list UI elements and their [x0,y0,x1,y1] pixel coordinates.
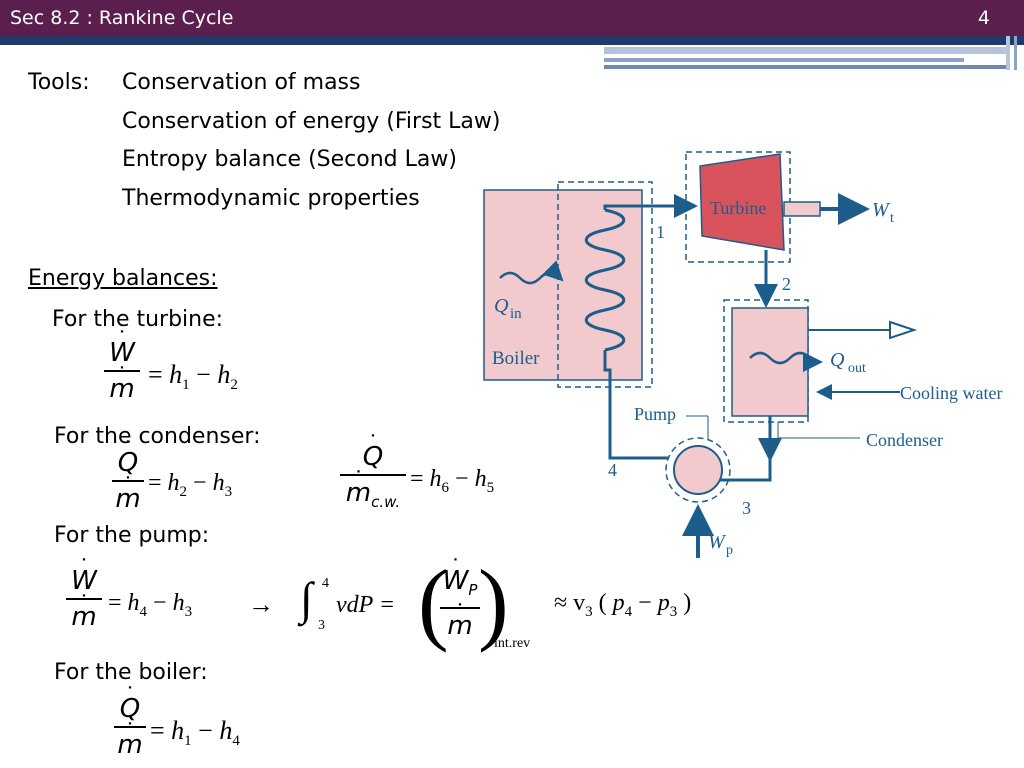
turbine-body [699,153,785,251]
turbine-label: For the turbine: [52,307,224,332]
tools-item-properties: Thermodynamic properties [122,186,420,211]
turbine-label-diagram: Turbine [710,198,766,218]
q-in-arrow [499,260,564,285]
boiler-cv-dashed [557,181,653,388]
turbine-den: m [104,374,140,404]
integral-sign: ∫ [300,573,313,624]
pipe-4 [603,350,668,460]
decor-stripe-2 [604,58,964,62]
int-rev-subscript: int.rev [494,636,531,651]
state-4: 4 [608,460,617,480]
pump-rhs: = h4 − h3 [108,590,193,620]
q-in-sub: in [510,306,522,322]
integral-lower: 3 [318,618,325,633]
pump-fraction: W m [66,566,102,632]
boiler-rhs: = h1 − h4 [150,716,240,749]
tools-item-mass: Conservation of mass [122,70,361,95]
turbine-cv-dashed [685,151,791,263]
slide-header: Sec 8.2 : Rankine Cycle 4 [0,0,1024,36]
integral-upper: 4 [322,576,329,591]
w-p-sub: p [726,543,733,558]
state-3: 3 [742,498,751,518]
integral-body: vdP = [336,592,396,618]
state-2: 2 [782,274,791,294]
paren-right: ) [478,551,509,653]
condenser-fraction: Q m [112,448,144,514]
boiler-fraction: Q m [114,694,146,760]
condenser-label: For the condenser: [54,424,261,449]
q-out-label: Q [830,349,845,371]
pump-body [673,445,723,495]
w-p-label: W [708,531,727,553]
slide-title: Sec 8.2 : Rankine Cycle [10,7,234,29]
turbine-rhs: = h1 − h2 [148,360,238,393]
tools-item-energy: Conservation of energy (First Law) [122,109,501,134]
q-in-label: Q [494,295,509,317]
pump-label: For the pump: [54,523,210,548]
pump-cv-dashed [665,437,731,503]
pump-label-diagram: Pump [634,404,676,424]
rankine-diagram: Q in Boiler Turbine W t 1 2 Q out Coolin… [483,151,1002,558]
q-out-wave [749,351,811,365]
page-number: 4 [977,7,990,29]
pipe-1 [603,194,698,218]
tools-item-entropy: Entropy balance (Second Law) [122,147,457,172]
pump-approx: ≈ v3 ( p4 − p3 ) [554,590,692,620]
condenser-cw-fraction: Q mc.w. [340,442,406,517]
decor-vline-1 [1006,36,1010,70]
condenser-label-diagram: Condenser [866,430,943,450]
decor-stripe-1 [604,47,1010,54]
q-out-sub: out [848,361,866,376]
decor-stripe-3 [604,65,1010,69]
boiler-label: For the boiler: [54,660,208,685]
condenser-rhs: = h2 − h3 [148,470,233,500]
condenser-box [731,307,809,417]
boiler-label-diagram: Boiler [492,348,540,369]
cooling-out-arrow [808,320,918,340]
boiler-box [483,189,643,381]
pump-work-fraction: WP m [440,566,480,641]
turbine-fraction: W m [104,338,140,404]
condenser-cw-rhs: = h6 − h5 [410,466,495,496]
state-1: 1 [656,222,665,242]
pipe-3 [718,456,772,482]
energy-balances-heading: Energy balances: [28,266,218,291]
header-accent-band [0,36,1024,45]
w-t-label: W [872,199,891,221]
turbine-shaft [783,201,821,217]
boiler-coil [584,208,626,352]
tools-label: Tools: [28,70,90,95]
pump-arrow: → [248,590,274,619]
decor-vline-2 [1014,36,1017,70]
cooling-water-label: Cooling water [900,383,1002,403]
w-t-sub: t [890,211,894,226]
